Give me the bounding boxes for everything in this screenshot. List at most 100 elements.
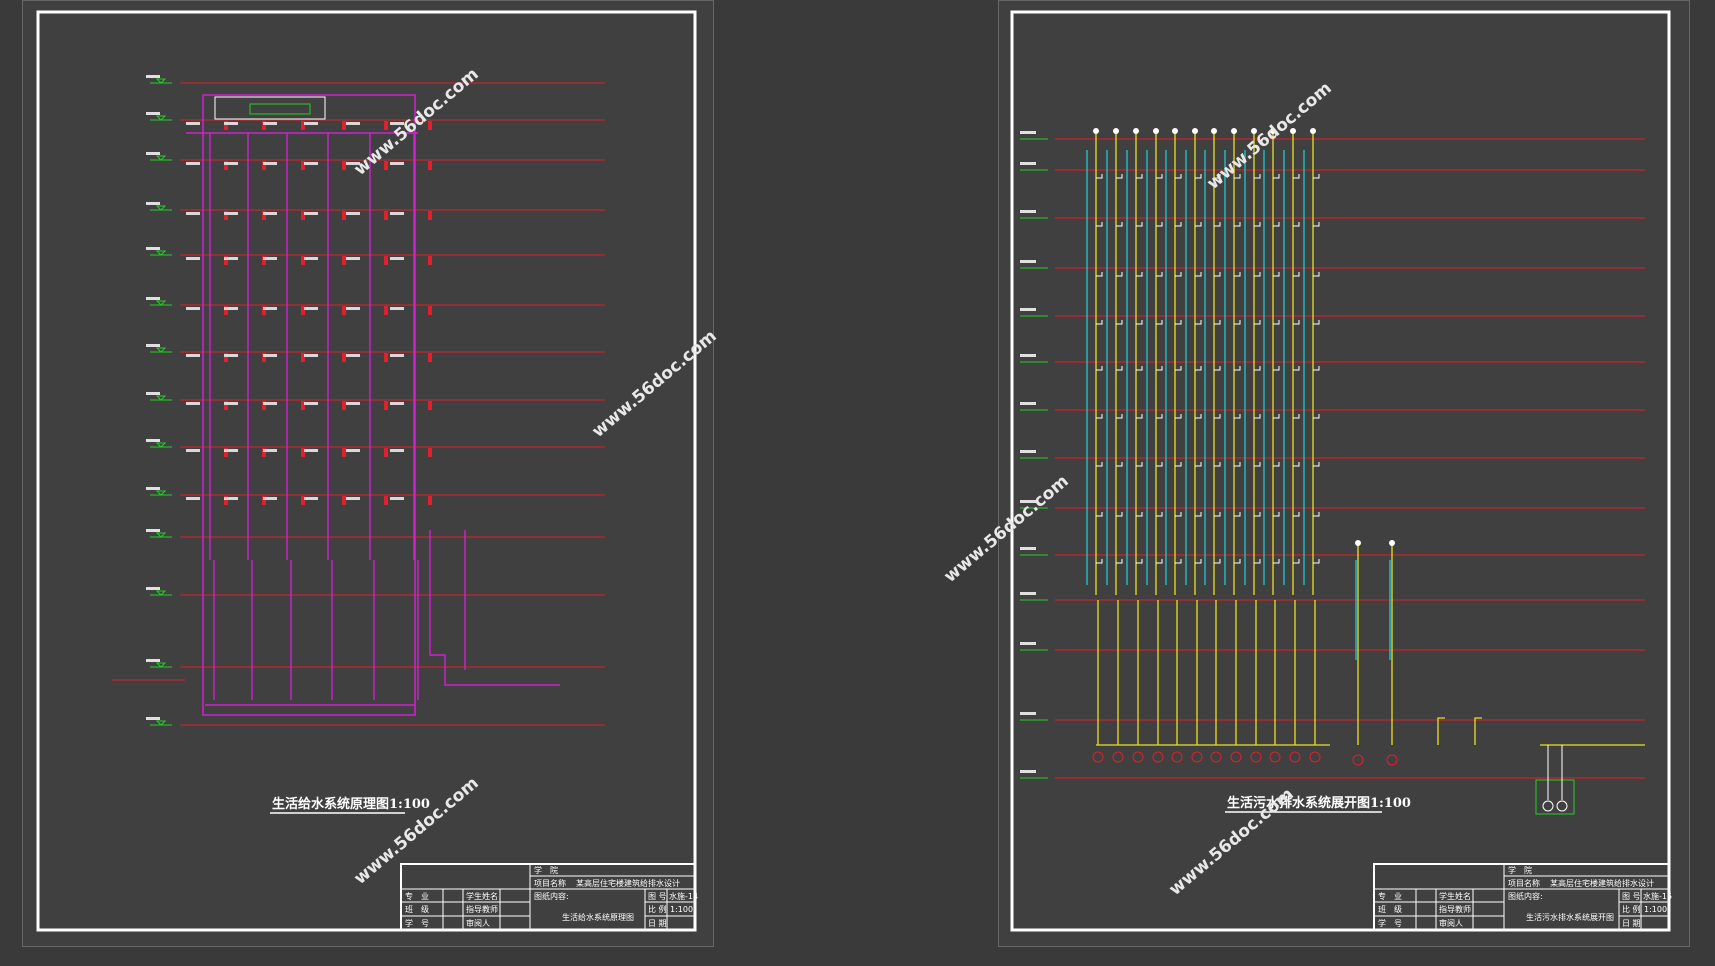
valve-mark bbox=[384, 448, 388, 457]
fixture-tag bbox=[304, 497, 318, 500]
sump-pump bbox=[1542, 800, 1554, 812]
branch-fitting bbox=[1136, 414, 1143, 419]
valve-mark bbox=[342, 161, 346, 170]
fixture-tag bbox=[263, 307, 277, 310]
fixture-tag bbox=[263, 122, 277, 125]
fixture-tag bbox=[304, 162, 318, 165]
branch-fitting bbox=[1313, 366, 1320, 371]
branch-fitting bbox=[1254, 320, 1261, 325]
fixture-tag bbox=[263, 449, 277, 452]
left-tb-project-label: 项目名称 bbox=[534, 878, 566, 888]
watermark-1: www.56doc.com bbox=[350, 64, 482, 180]
valve-mark bbox=[224, 496, 228, 505]
valve-mark bbox=[342, 448, 346, 457]
fixture-tag bbox=[346, 402, 360, 405]
branch-fitting bbox=[1175, 320, 1182, 325]
branch-fitting bbox=[1136, 512, 1143, 517]
pump-box bbox=[249, 103, 311, 115]
fixture-tag bbox=[186, 162, 200, 165]
fixture-tag bbox=[304, 402, 318, 405]
branch-fitting bbox=[1254, 559, 1261, 564]
pipe-number-circle bbox=[1309, 751, 1321, 763]
valve-mark bbox=[301, 211, 305, 220]
right-tb-drawing-no-label: 图 号 bbox=[1622, 892, 1641, 901]
branch-fitting bbox=[1175, 222, 1182, 227]
fixture-tag bbox=[224, 449, 238, 452]
branch-fitting bbox=[1313, 272, 1320, 277]
branch-fitting bbox=[1195, 559, 1202, 564]
fixture-tag bbox=[224, 307, 238, 310]
branch-fitting bbox=[1214, 512, 1221, 517]
fixture-tag bbox=[390, 449, 404, 452]
valve-mark bbox=[428, 496, 432, 505]
fixture-tag bbox=[263, 402, 277, 405]
elevation-label-block bbox=[146, 112, 160, 115]
vent-cap bbox=[1310, 128, 1316, 134]
branch-fitting bbox=[1156, 414, 1163, 419]
elevation-label-block bbox=[1020, 131, 1036, 134]
valve-mark bbox=[301, 256, 305, 265]
branch-fitting bbox=[1214, 222, 1221, 227]
fixture-tag bbox=[390, 162, 404, 165]
valve-mark bbox=[428, 448, 432, 457]
valve-mark bbox=[428, 121, 432, 130]
valve-mark bbox=[301, 353, 305, 362]
valve-mark bbox=[301, 401, 305, 410]
branch-fitting bbox=[1116, 559, 1123, 564]
vent-cap bbox=[1270, 128, 1276, 134]
branch-fitting bbox=[1234, 174, 1241, 179]
elevation-triangle bbox=[155, 662, 167, 668]
valve-mark bbox=[224, 401, 228, 410]
fixture-tag bbox=[263, 162, 277, 165]
elevation-triangle bbox=[155, 720, 167, 726]
vent-cap bbox=[1290, 128, 1296, 134]
valve-mark bbox=[262, 496, 266, 505]
branch-fitting bbox=[1313, 512, 1320, 517]
elevation-label-block bbox=[146, 202, 160, 205]
fixture-tag bbox=[224, 354, 238, 357]
valve-mark bbox=[384, 211, 388, 220]
elevation-label-block bbox=[1020, 210, 1036, 213]
elevation-label-block bbox=[1020, 770, 1036, 773]
left-tb-class-label: 班 级 bbox=[405, 904, 429, 914]
fixture-tag bbox=[346, 307, 360, 310]
fixture-tag bbox=[346, 257, 360, 260]
valve-mark bbox=[224, 306, 228, 315]
branch-fitting bbox=[1136, 462, 1143, 467]
branch-fitting bbox=[1293, 462, 1300, 467]
left-tb-scale-value: 1:100 bbox=[670, 905, 693, 914]
fixture-tag bbox=[390, 497, 404, 500]
left-floor-lines bbox=[146, 75, 605, 726]
left-title-block bbox=[400, 863, 696, 931]
fixture-tag bbox=[304, 307, 318, 310]
valve-mark bbox=[342, 401, 346, 410]
valve-mark bbox=[262, 121, 266, 130]
watermark-3: www.56doc.com bbox=[350, 773, 482, 889]
fixture-tag bbox=[263, 354, 277, 357]
valve-mark bbox=[428, 401, 432, 410]
fixture-tag bbox=[304, 212, 318, 215]
valve-mark bbox=[301, 496, 305, 505]
branch-fitting bbox=[1116, 366, 1123, 371]
pipe-number-circle bbox=[1152, 751, 1164, 763]
left-frame bbox=[36, 10, 697, 932]
branch-fitting bbox=[1096, 414, 1103, 419]
branch-fitting bbox=[1234, 512, 1241, 517]
left-drawing-title: 生活给水系统原理图1:100 bbox=[272, 796, 430, 812]
left-tb-content-value: 生活给水系统原理图 bbox=[562, 912, 634, 922]
branch-fitting bbox=[1096, 272, 1103, 277]
vent-cap bbox=[1172, 128, 1178, 134]
branch-fitting bbox=[1254, 414, 1261, 419]
pipe-number-circle bbox=[1250, 751, 1262, 763]
branch-fitting bbox=[1156, 512, 1163, 517]
elevation-label-block bbox=[1020, 450, 1036, 453]
valve-mark bbox=[224, 448, 228, 457]
branch-fitting bbox=[1136, 559, 1143, 564]
branch-fitting bbox=[1313, 462, 1320, 467]
branch-fitting bbox=[1116, 512, 1123, 517]
branch-fitting bbox=[1136, 222, 1143, 227]
elevation-triangle bbox=[155, 347, 167, 353]
vent-cap bbox=[1231, 128, 1237, 134]
valve-mark bbox=[384, 161, 388, 170]
